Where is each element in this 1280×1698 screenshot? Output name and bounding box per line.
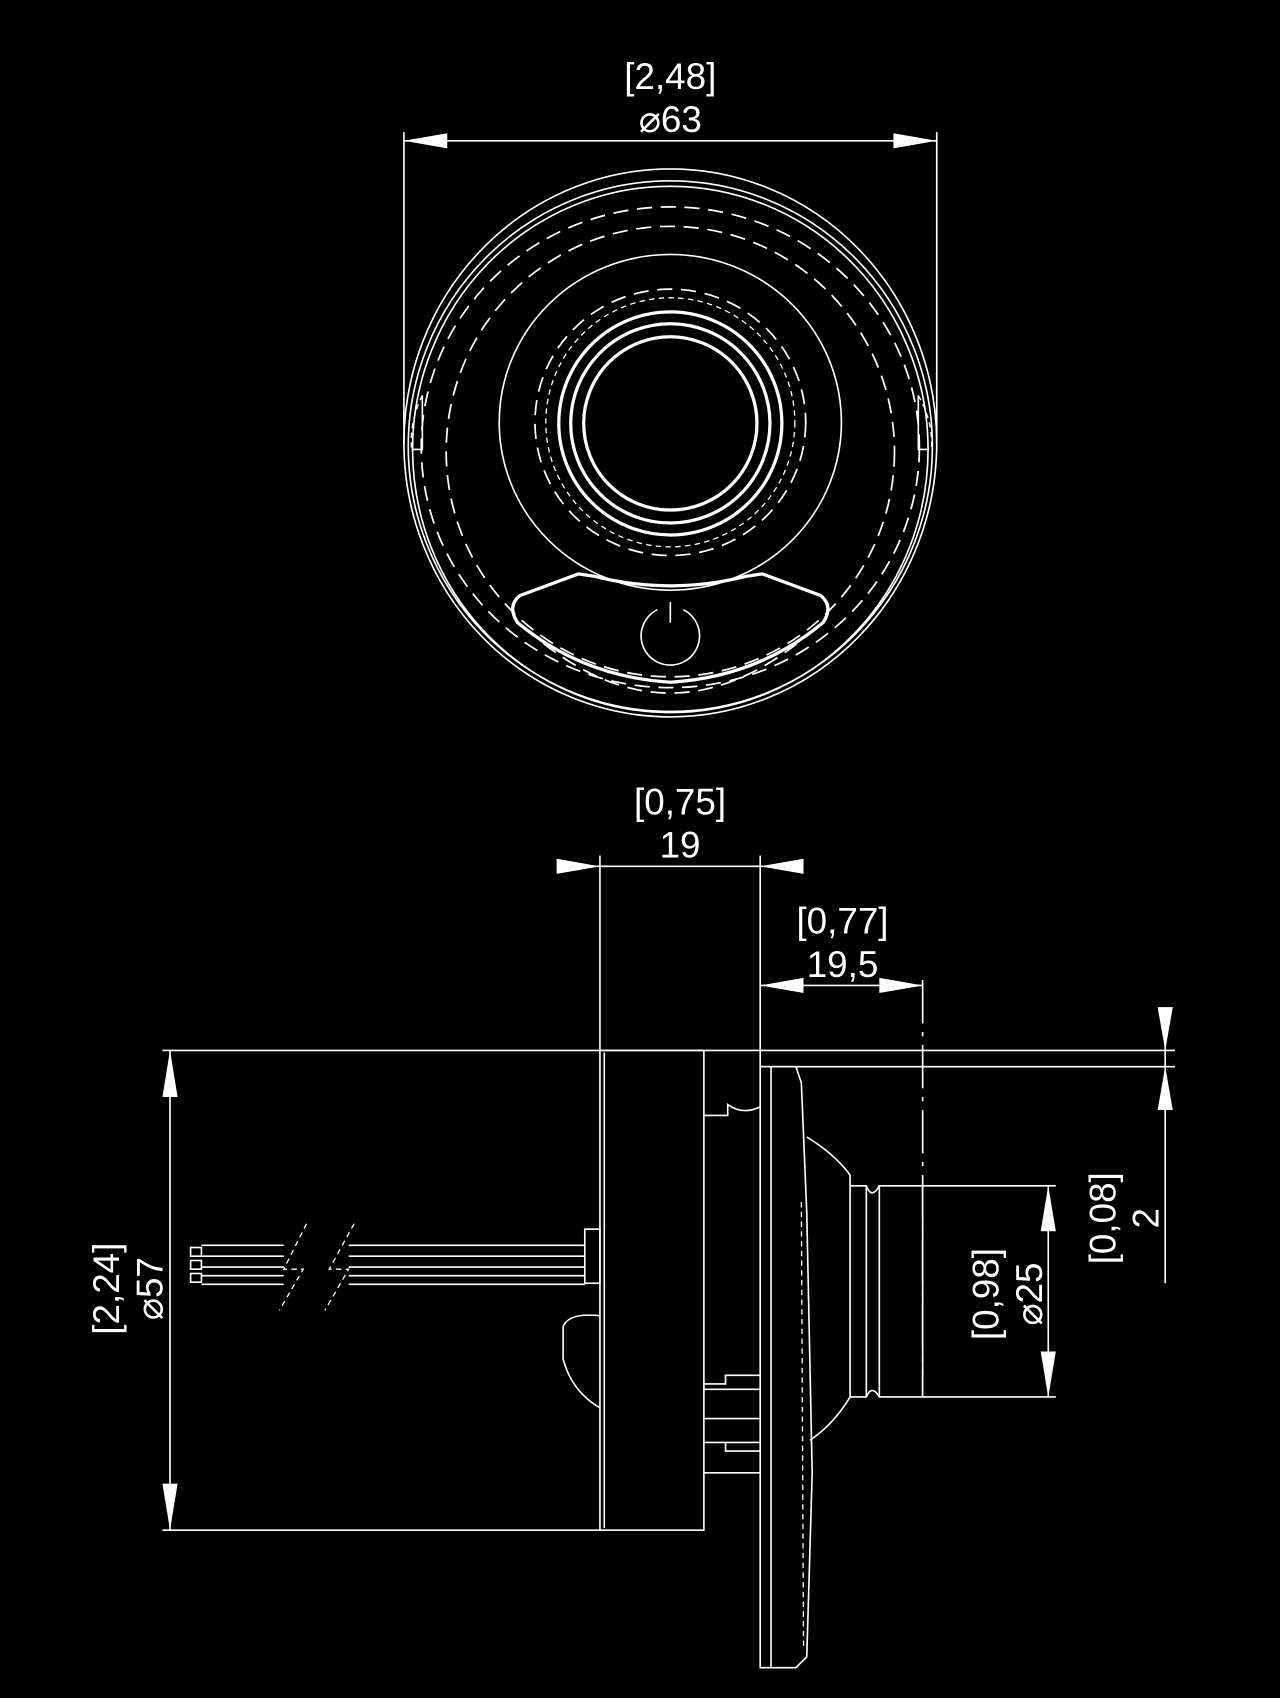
side-view: [0,75] 19 [0,77] 19,5 [0,08] 2 xyxy=(86,781,1175,1669)
dim-inch-label: [0,75] xyxy=(634,781,726,822)
dim-inch-label: [0,08] xyxy=(1082,1172,1123,1264)
offset-2-dimension: [0,08] 2 xyxy=(1082,1007,1173,1284)
dim-mm-label: ⌀63 xyxy=(639,99,702,140)
power-paddle xyxy=(511,572,830,694)
dim-mm-label: ⌀25 xyxy=(1009,1263,1050,1326)
dim-mm-label: 2 xyxy=(1126,1208,1167,1228)
dim-mm-label: ⌀57 xyxy=(129,1257,170,1320)
power-icon xyxy=(640,602,701,666)
dim-inch-label: [0,77] xyxy=(796,900,888,941)
arrow-left xyxy=(403,133,448,149)
dim-mm-label: 19 xyxy=(660,825,701,866)
arrow-right xyxy=(893,133,937,149)
dim-mm-label: 19,5 xyxy=(807,944,879,985)
front-view: [2,48] ⌀63 xyxy=(403,56,938,718)
depth-19-dimension: [0,75] 19 xyxy=(556,781,804,1067)
diameter-63-dimension: [2,48] ⌀63 xyxy=(403,56,938,444)
dim-inch-label: [2,48] xyxy=(624,56,716,97)
button-front-outline xyxy=(403,168,938,718)
dim-inch-label: [2,24] xyxy=(86,1243,127,1335)
cable xyxy=(189,1223,601,1311)
diameter-25-dimension: [0,98] ⌀25 xyxy=(922,1184,1056,1398)
button-side-outline xyxy=(562,1049,924,1669)
diameter-57-dimension: [2,24] ⌀57 xyxy=(86,1050,178,1531)
protrusion-19-5-dimension: [0,77] 19,5 xyxy=(760,900,924,1397)
dim-inch-label: [0,98] xyxy=(965,1248,1006,1340)
